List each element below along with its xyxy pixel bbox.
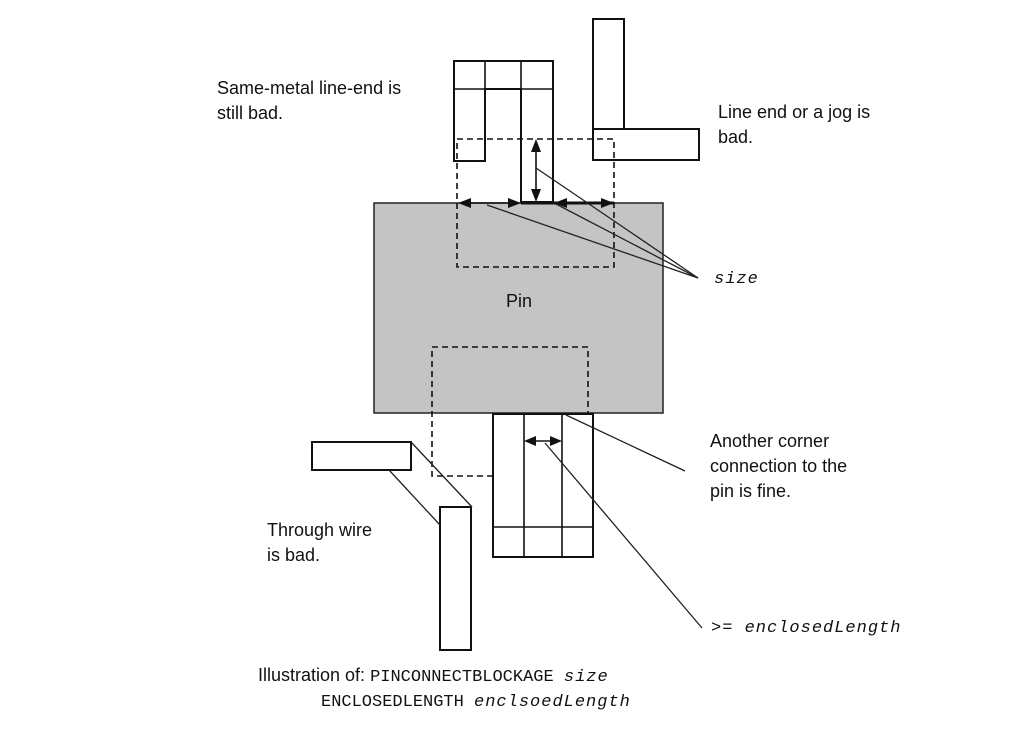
size-label: size xyxy=(714,270,759,289)
through-wire-connector xyxy=(388,469,441,526)
note-text: Line end or a jog is xyxy=(718,102,870,122)
arrowhead-left-1 xyxy=(458,198,471,208)
caption-keyword-1: PINCONNECTBLOCKAGE xyxy=(370,668,554,687)
comb-outline xyxy=(453,60,554,203)
arrowhead-left-2 xyxy=(554,198,567,208)
note-text: connection to the xyxy=(710,456,847,476)
caption-line-1: Illustration of: PINCONNECTBLOCKAGE size xyxy=(258,665,609,687)
through-wire-vertical xyxy=(439,506,472,651)
note-line-end: Line end or a jog is bad. xyxy=(718,102,870,147)
arrowhead-right-1 xyxy=(508,198,521,208)
arrowhead-right-3 xyxy=(550,436,562,446)
note-corner-connection: Another corner connection to the pin is … xyxy=(710,431,847,501)
note-text: Another corner xyxy=(710,431,829,451)
note-text: Same-metal line-end is xyxy=(217,78,401,98)
pin-label: Pin xyxy=(506,291,532,311)
caption-prefix: Illustration of: xyxy=(258,665,370,685)
note-text: pin is fine. xyxy=(710,481,791,501)
through-wire xyxy=(311,441,473,651)
through-wire-horizontal xyxy=(311,441,412,471)
enclosed-length-leader-line xyxy=(544,442,703,629)
note-through-wire: Through wire is bad. xyxy=(267,520,372,565)
caption-param-2: enclsoedLength xyxy=(474,693,631,712)
caption-keyword-2: ENCLOSEDLENGTH xyxy=(321,693,464,712)
leader-line xyxy=(555,203,699,279)
arrowhead-right-2 xyxy=(601,198,614,208)
leader-line xyxy=(535,167,699,279)
note-text: still bad. xyxy=(217,103,283,123)
caption-param-1: size xyxy=(564,668,609,687)
note-text: bad. xyxy=(718,127,753,147)
line-end-jog-wire xyxy=(592,18,700,161)
caption-space xyxy=(464,693,474,712)
caption-space xyxy=(554,668,564,687)
enclosed-length-label: >= enclosedLength xyxy=(711,619,901,638)
pin-shape: Pin xyxy=(373,202,664,414)
bottom-comb-outline xyxy=(492,413,594,558)
note-text: is bad. xyxy=(267,545,320,565)
enclosed-length-arrow xyxy=(524,436,562,446)
size-dimension-arrows xyxy=(458,139,614,208)
arrowhead-up xyxy=(531,139,541,152)
leader-line xyxy=(486,204,699,279)
through-wire-connector xyxy=(410,441,473,508)
corner-leader-line xyxy=(565,414,686,472)
pin-rect xyxy=(373,202,664,414)
note-text: Through wire xyxy=(267,520,372,540)
caption-line-2: ENCLOSEDLENGTH enclsoedLength xyxy=(321,693,631,712)
arrowhead-left-3 xyxy=(524,436,536,446)
arrowhead-down xyxy=(531,189,541,202)
note-same-metal: Same-metal line-end is still bad. xyxy=(217,78,401,123)
same-metal-line-end-wire xyxy=(453,60,554,203)
jog-horizontal-rect xyxy=(592,128,700,161)
caption: Illustration of: PINCONNECTBLOCKAGE size… xyxy=(258,665,631,712)
corner-connection-wire xyxy=(492,413,594,558)
size-leader-lines xyxy=(486,167,699,279)
